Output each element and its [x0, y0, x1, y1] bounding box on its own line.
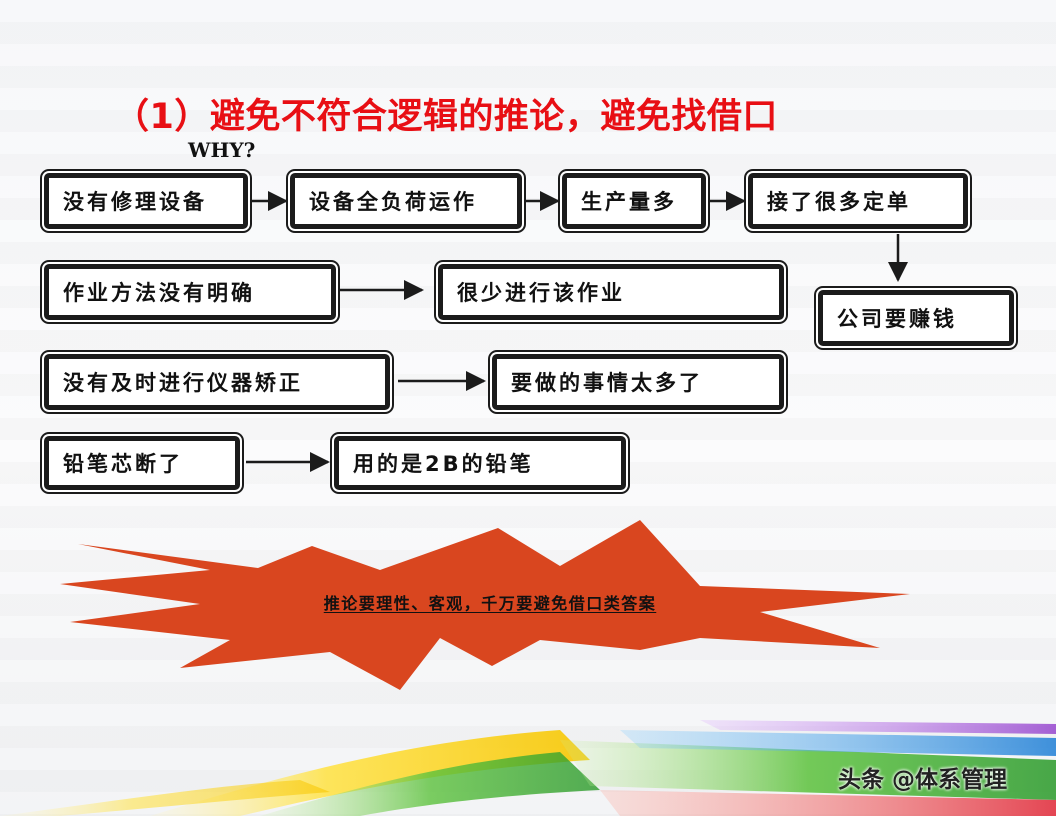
flow-box: 作业方法没有明确 [44, 264, 336, 320]
page-title: （1）避免不符合逻辑的推论，避免找借口 [114, 97, 778, 137]
flow-box: 很少进行该作业 [438, 264, 784, 320]
flow-box: 用的是2B的铅笔 [334, 436, 626, 490]
flow-box: 没有及时进行仪器矫正 [44, 354, 390, 410]
flow-box: 铅笔芯断了 [44, 436, 240, 490]
conclusion-text: 推论要理性、客观，千万要避免借口类答案 [323, 594, 657, 613]
conclusion-burst [60, 520, 910, 690]
why-label: WHY? [188, 138, 256, 162]
flow-box: 接了很多定单 [748, 173, 968, 229]
flow-box: 没有修理设备 [44, 173, 248, 229]
decorative-stripes [0, 720, 1056, 816]
flow-box: 生产量多 [562, 173, 706, 229]
watermark: 头条 @体系管理 [838, 767, 1008, 793]
flow-box: 设备全负荷运作 [290, 173, 522, 229]
flow-box: 要做的事情太多了 [492, 354, 784, 410]
flow-box: 公司要赚钱 [818, 290, 1014, 346]
